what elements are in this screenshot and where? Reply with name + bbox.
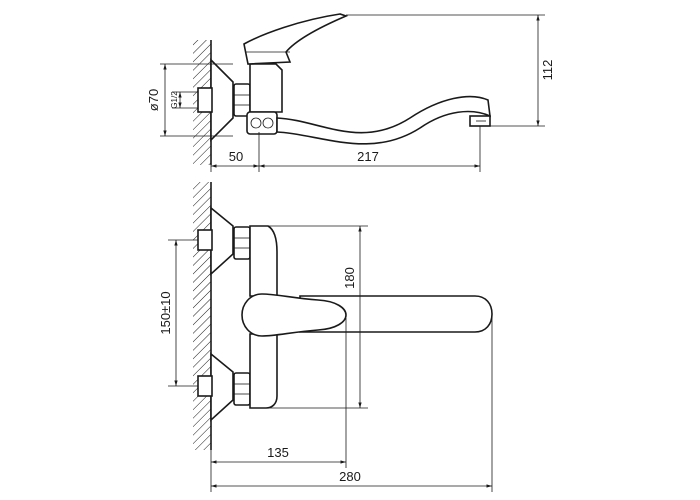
- front-wall: [193, 182, 212, 450]
- dimension-180: 180: [268, 225, 368, 409]
- side-connector-nut: [233, 83, 251, 117]
- dimension-135-label: 135: [267, 445, 289, 460]
- front-view: 180 150±10 135 280: [158, 182, 493, 492]
- front-lower-flange: [210, 352, 234, 422]
- dimension-217-label: 217: [357, 149, 379, 164]
- side-mixer-body: [249, 63, 283, 113]
- dimension-diameter-label: ø70: [146, 89, 161, 111]
- front-handle-lever: [241, 293, 347, 337]
- dimension-150: 150±10: [158, 239, 198, 387]
- front-upper-flange: [210, 206, 234, 276]
- front-mixer-body: [249, 225, 278, 297]
- side-spout-collar: [246, 111, 278, 135]
- dimension-135: 135: [210, 318, 347, 492]
- side-inlet-pipe: [172, 87, 213, 113]
- dimension-thread: G1/2: [170, 91, 182, 109]
- dimension-280: 280: [211, 318, 493, 492]
- front-lower-nut: [233, 372, 251, 406]
- dimension-150-label: 150±10: [158, 291, 173, 334]
- side-wall-flange: [210, 58, 234, 142]
- dimension-180-label: 180: [342, 267, 357, 289]
- side-spout: [276, 95, 491, 145]
- front-spout: [299, 295, 493, 333]
- dimension-280-label: 280: [339, 469, 361, 484]
- side-view: 112 ø70 G1/2 50 217: [146, 13, 555, 172]
- dimension-50-217: 50 217: [210, 126, 481, 172]
- dimension-112-label: 112: [540, 60, 555, 81]
- dimension-112: 112: [346, 14, 555, 127]
- dimension-50-label: 50: [229, 149, 243, 164]
- dimension-diameter: ø70: [146, 63, 233, 137]
- side-handle-lever: [243, 13, 349, 65]
- front-upper-nut: [233, 226, 251, 260]
- dimension-thread-label: G1/2: [170, 91, 179, 109]
